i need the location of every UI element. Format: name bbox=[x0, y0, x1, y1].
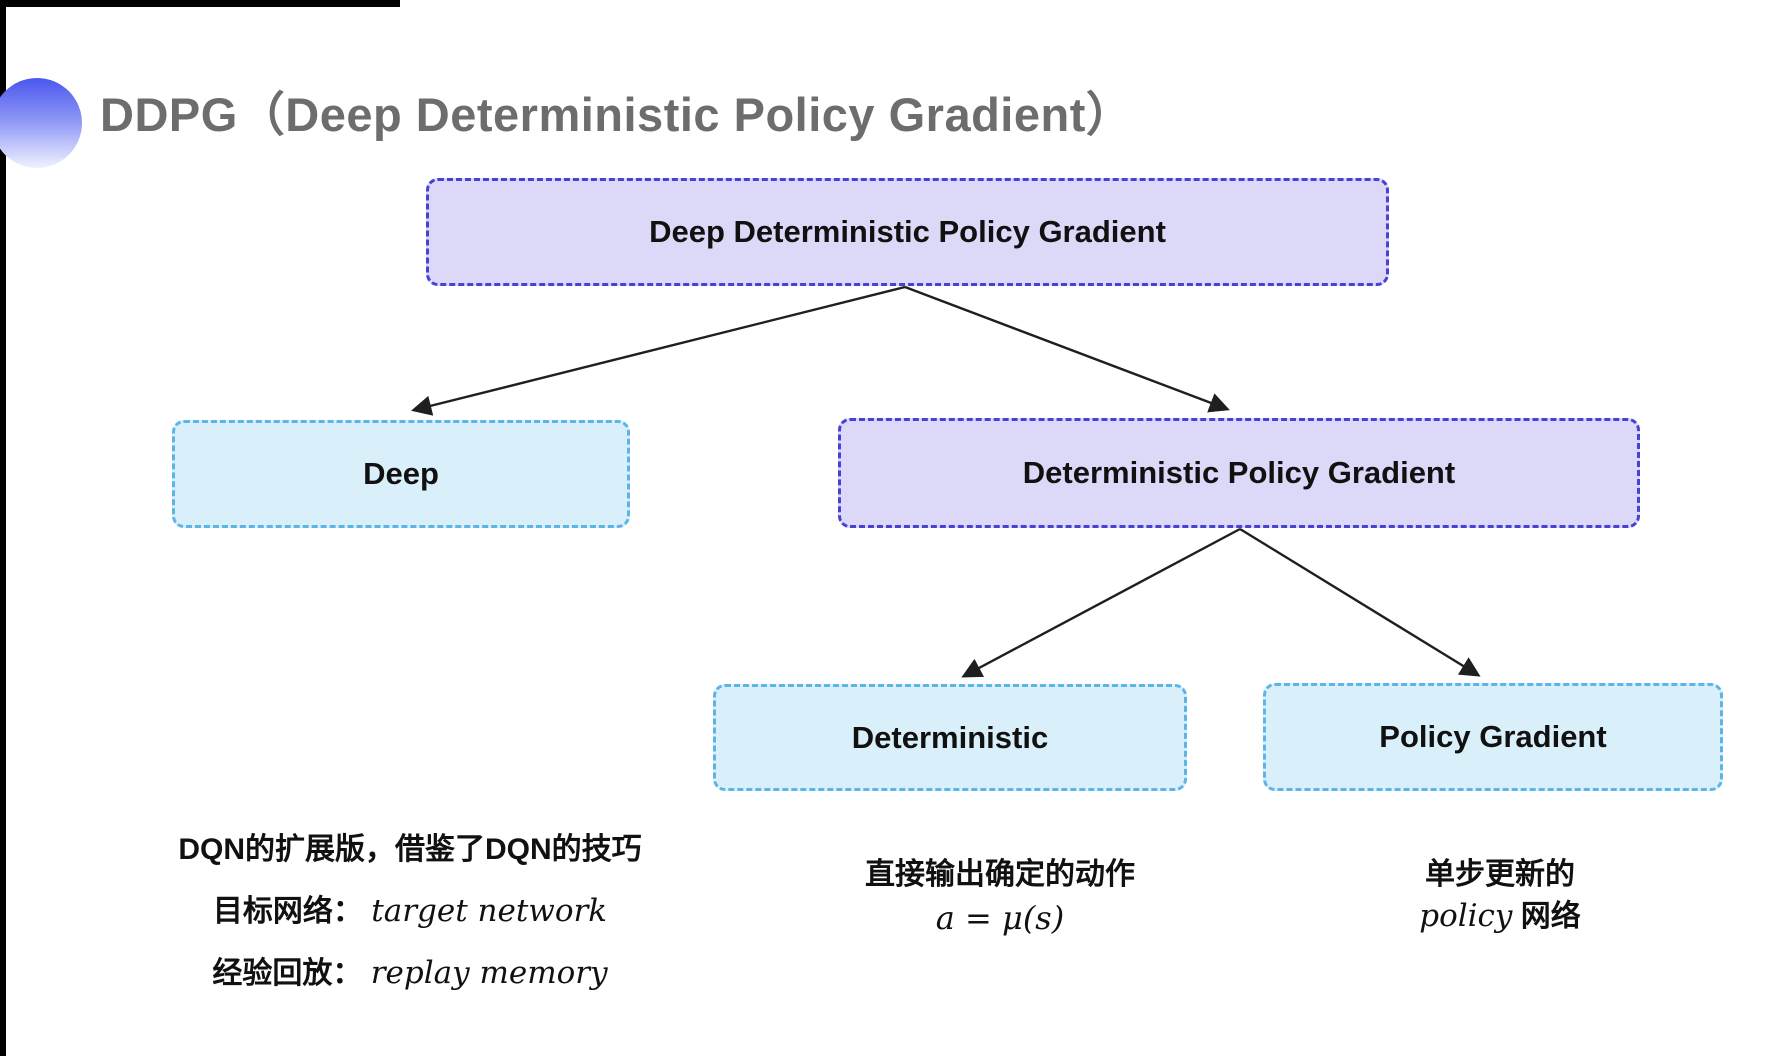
note-deep-line2-label: 目标网络： bbox=[212, 894, 363, 928]
note-deep-line2: 目标网络： target network bbox=[110, 892, 710, 930]
node-deep: Deep bbox=[172, 420, 630, 528]
node-deep-deterministic-policy-gradient: Deep Deterministic Policy Gradient bbox=[426, 178, 1389, 286]
note-policy-gradient-line2: policy 网络 bbox=[1290, 897, 1710, 935]
title-bullet-icon bbox=[0, 78, 82, 168]
top-border bbox=[0, 0, 400, 7]
note-deep: DQN的扩展版，借鉴了DQN的技巧 目标网络： target network 经… bbox=[110, 833, 710, 1018]
note-deep-line3-label: 经验回放： bbox=[212, 956, 363, 990]
note-deterministic: 直接输出确定的动作 a = μ(s) bbox=[790, 858, 1210, 937]
note-deep-line3-value: replay memory bbox=[370, 954, 608, 991]
page-title: DDPG（Deep Deterministic Policy Gradient） bbox=[100, 88, 1134, 141]
note-policy-gradient-line2-italic: policy bbox=[1419, 897, 1513, 934]
edge-dpg-det bbox=[961, 527, 1241, 678]
edge-root-deep bbox=[411, 285, 906, 416]
node-deterministic-policy-gradient: Deterministic Policy Gradient bbox=[838, 418, 1640, 528]
node-deterministic: Deterministic bbox=[713, 684, 1187, 791]
note-deterministic-line1: 直接输出确定的动作 bbox=[865, 858, 1135, 891]
note-deep-line1: DQN的扩展版，借鉴了DQN的技巧 bbox=[178, 833, 642, 866]
note-deep-line3: 经验回放： replay memory bbox=[110, 954, 710, 992]
note-policy-gradient-line2-rest: 网络 bbox=[1512, 899, 1581, 933]
note-policy-gradient: 单步更新的 policy 网络 bbox=[1290, 858, 1710, 941]
note-deterministic-formula: a = μ(s) bbox=[935, 898, 1065, 937]
note-policy-gradient-line1: 单步更新的 bbox=[1425, 858, 1575, 891]
node-policy-gradient: Policy Gradient bbox=[1263, 683, 1723, 791]
edge-root-dpg bbox=[904, 285, 1230, 413]
note-deep-line2-value: target network bbox=[371, 892, 608, 929]
edge-dpg-pg bbox=[1239, 527, 1481, 677]
left-border bbox=[0, 0, 6, 1056]
